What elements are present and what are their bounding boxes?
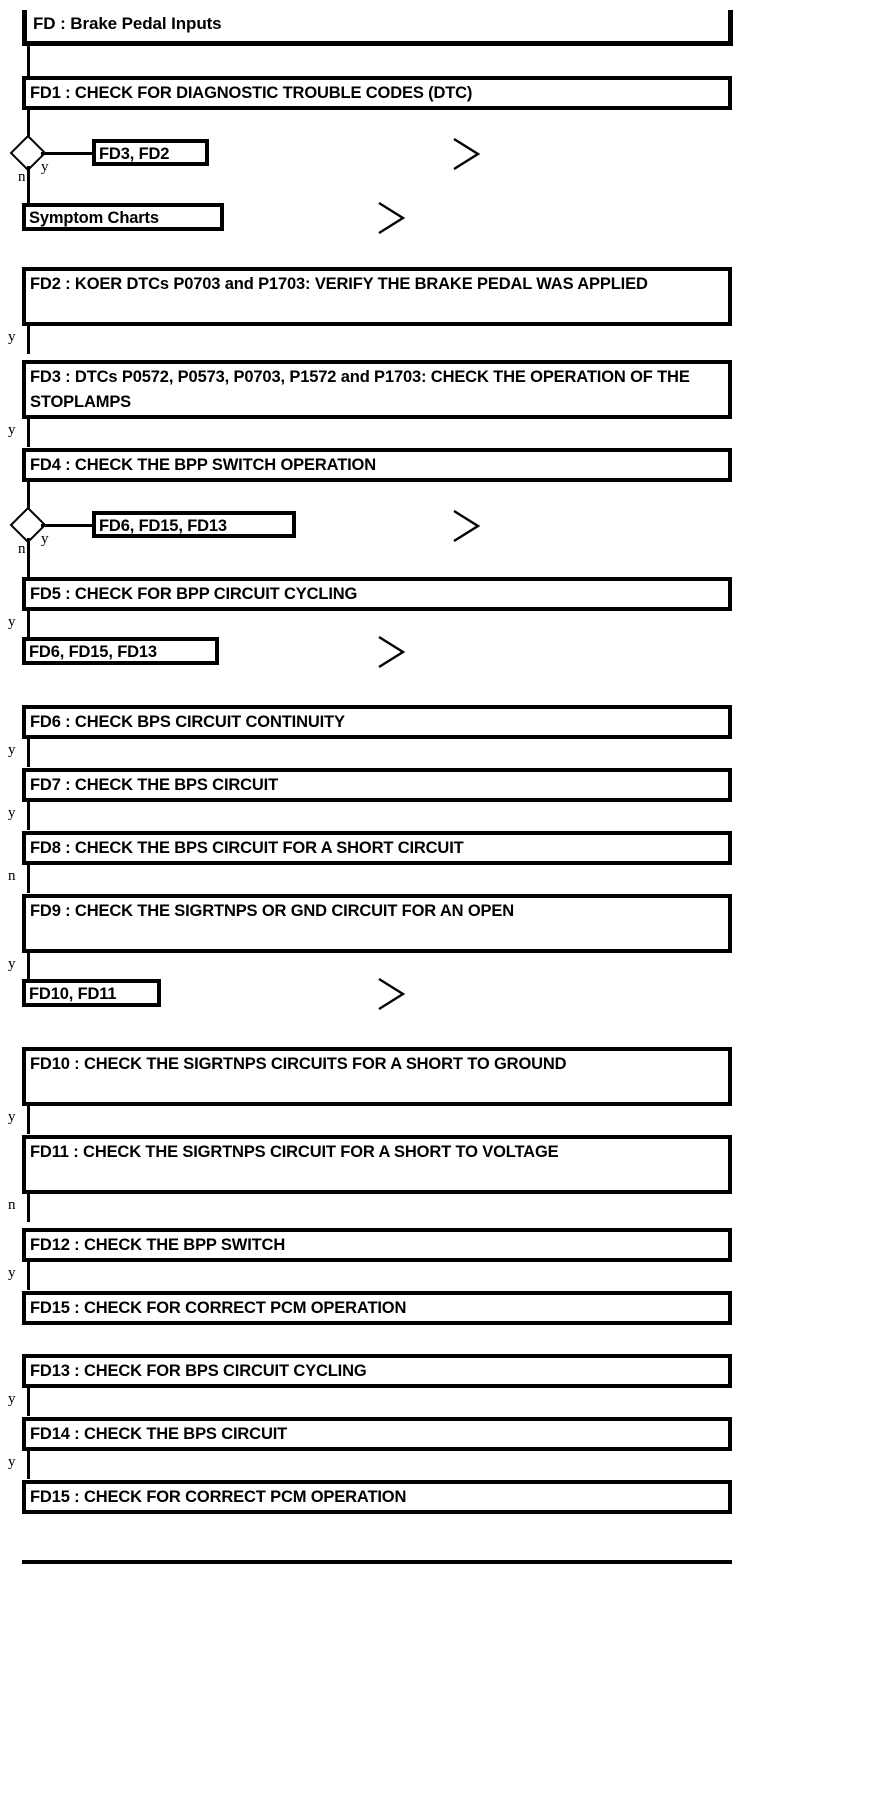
step-label-fd6: FD6 : CHECK BPS CIRCUIT CONTINUITY [30, 713, 345, 731]
step-box-fd14[interactable]: FD14 : CHECK THE BPS CIRCUIT [22, 1417, 732, 1451]
branch-label-fd9-yes: y [8, 956, 16, 972]
branch-label-fd13-yes: y [8, 1391, 16, 1407]
step-label-fd12: FD12 : CHECK THE BPP SWITCH [30, 1236, 286, 1254]
step-label-fd7: FD7 : CHECK THE BPS CIRCUIT [30, 776, 279, 794]
flow-line-fd14-to-fd15b [27, 1451, 30, 1479]
connector-label-fd6-fd15-fd13-b: FD6, FD15, FD13 [29, 643, 157, 661]
branch-label-fd12-yes: y [8, 1265, 16, 1281]
bottom-divider [22, 1560, 732, 1564]
step-box-fd10[interactable]: FD10 : CHECK THE SIGRTNPS CIRCUITS FOR A… [22, 1047, 732, 1106]
branch-label-decision1-yes: y [41, 159, 49, 175]
step-label-fd15-b: FD15 : CHECK FOR CORRECT PCM OPERATION [30, 1488, 407, 1506]
branch-label-decision2-no: n [18, 541, 26, 557]
connector-box-fd10-fd11[interactable]: FD10, FD11 [22, 979, 161, 1007]
step-label-fd1: FD1 : CHECK FOR DIAGNOSTIC TROUBLE CODES… [30, 84, 473, 102]
flow-line-fd8-to-fd9 [27, 865, 30, 893]
branch-label-fd14-yes: y [8, 1454, 16, 1470]
flow-line-fd4-to-decision2 [27, 482, 30, 512]
step-label-fd11: FD11 : CHECK THE SIGRTNPS CIRCUIT FOR A … [30, 1143, 559, 1161]
flow-line-fd10-to-fd11 [27, 1106, 30, 1134]
step-box-fd4[interactable]: FD4 : CHECK THE BPP SWITCH OPERATION [22, 448, 732, 482]
flow-line-decision1-yes [41, 152, 96, 155]
step-box-fd12[interactable]: FD12 : CHECK THE BPP SWITCH [22, 1228, 732, 1262]
flow-line-decision2-yes [41, 524, 96, 527]
step-label-fd9: FD9 : CHECK THE SIGRTNPS OR GND CIRCUIT … [30, 902, 515, 920]
flow-line-fd9-to-ref [27, 953, 30, 980]
connector-label-fd3-fd2: FD3, FD2 [99, 145, 170, 163]
flow-line-title-to-fd1 [27, 46, 30, 76]
connector-box-fd3-fd2[interactable]: FD3, FD2 [92, 139, 209, 166]
branch-label-fd11-no: n [8, 1197, 16, 1213]
branch-label-fd5-yes: y [8, 614, 16, 630]
chart-title-bar: FD : Brake Pedal Inputs [22, 10, 733, 46]
branch-label-decision1-no: n [18, 169, 26, 185]
step-box-fd1[interactable]: FD1 : CHECK FOR DIAGNOSTIC TROUBLE CODES… [22, 76, 732, 110]
step-box-fd15-b[interactable]: FD15 : CHECK FOR CORRECT PCM OPERATION [22, 1480, 732, 1514]
connector-box-fd6-fd15-fd13-a[interactable]: FD6, FD15, FD13 [92, 511, 296, 538]
step-label-fd5: FD5 : CHECK FOR BPP CIRCUIT CYCLING [30, 585, 358, 603]
step-box-fd8[interactable]: FD8 : CHECK THE BPS CIRCUIT FOR A SHORT … [22, 831, 732, 865]
connector-label-fd10-fd11: FD10, FD11 [29, 985, 117, 1003]
page-break-chevron-icon-4 [378, 635, 406, 669]
step-label-fd10: FD10 : CHECK THE SIGRTNPS CIRCUITS FOR A… [30, 1055, 567, 1073]
flow-line-fd2-to-fd3 [27, 326, 30, 354]
step-label-fd4: FD4 : CHECK THE BPP SWITCH OPERATION [30, 456, 377, 474]
flow-line-fd1-to-decision1 [27, 110, 30, 140]
branch-label-fd8-no: n [8, 868, 16, 884]
flow-line-fd5-to-ref [27, 611, 30, 638]
step-box-fd2[interactable]: FD2 : KOER DTCs P0703 and P1703: VERIFY … [22, 267, 732, 326]
connector-box-fd6-fd15-fd13-b[interactable]: FD6, FD15, FD13 [22, 637, 219, 665]
step-label-fd3: FD3 : DTCs P0572, P0573, P0703, P1572 an… [30, 368, 690, 411]
connector-label-symptom-charts: Symptom Charts [29, 209, 159, 227]
page-break-chevron-icon-3 [453, 509, 481, 543]
flow-line-fd7-to-fd8 [27, 802, 30, 830]
flow-line-fd11-to-fd12 [27, 1194, 30, 1222]
step-label-fd8: FD8 : CHECK THE BPS CIRCUIT FOR A SHORT … [30, 839, 464, 857]
step-box-fd15-a[interactable]: FD15 : CHECK FOR CORRECT PCM OPERATION [22, 1291, 732, 1325]
step-box-fd3[interactable]: FD3 : DTCs P0572, P0573, P0703, P1572 an… [22, 360, 732, 419]
flow-line-fd6-to-fd7 [27, 739, 30, 767]
step-label-fd2: FD2 : KOER DTCs P0703 and P1703: VERIFY … [30, 275, 648, 293]
step-box-fd9[interactable]: FD9 : CHECK THE SIGRTNPS OR GND CIRCUIT … [22, 894, 732, 953]
flow-line-fd3-to-fd4 [27, 419, 30, 447]
page-break-chevron-icon-1 [453, 137, 481, 171]
flow-line-decision1-no [27, 166, 30, 206]
step-box-fd7[interactable]: FD7 : CHECK THE BPS CIRCUIT [22, 768, 732, 802]
step-label-fd15-a: FD15 : CHECK FOR CORRECT PCM OPERATION [30, 1299, 407, 1317]
page-title: FD : Brake Pedal Inputs [33, 14, 222, 33]
branch-label-fd7-yes: y [8, 805, 16, 821]
branch-label-fd10-yes: y [8, 1109, 16, 1125]
branch-label-decision2-yes: y [41, 531, 49, 547]
connector-box-symptom-charts[interactable]: Symptom Charts [22, 203, 224, 231]
step-label-fd13: FD13 : CHECK FOR BPS CIRCUIT CYCLING [30, 1362, 367, 1380]
page-break-chevron-icon-5 [378, 977, 406, 1011]
step-box-fd5[interactable]: FD5 : CHECK FOR BPP CIRCUIT CYCLING [22, 577, 732, 611]
flow-line-fd12-to-fd15a [27, 1262, 30, 1290]
step-label-fd14: FD14 : CHECK THE BPS CIRCUIT [30, 1425, 288, 1443]
flow-line-decision2-no [27, 538, 30, 578]
title-bar-right-stub [728, 10, 733, 46]
flow-line-fd13-to-fd14 [27, 1388, 30, 1416]
branch-label-fd3-yes: y [8, 422, 16, 438]
step-box-fd13[interactable]: FD13 : CHECK FOR BPS CIRCUIT CYCLING [22, 1354, 732, 1388]
step-box-fd6[interactable]: FD6 : CHECK BPS CIRCUIT CONTINUITY [22, 705, 732, 739]
step-box-fd11[interactable]: FD11 : CHECK THE SIGRTNPS CIRCUIT FOR A … [22, 1135, 732, 1194]
page-break-chevron-icon-2 [378, 201, 406, 235]
branch-label-fd6-yes: y [8, 742, 16, 758]
branch-label-fd2-yes: y [8, 329, 16, 345]
connector-label-fd6-fd15-fd13-a: FD6, FD15, FD13 [99, 517, 227, 535]
